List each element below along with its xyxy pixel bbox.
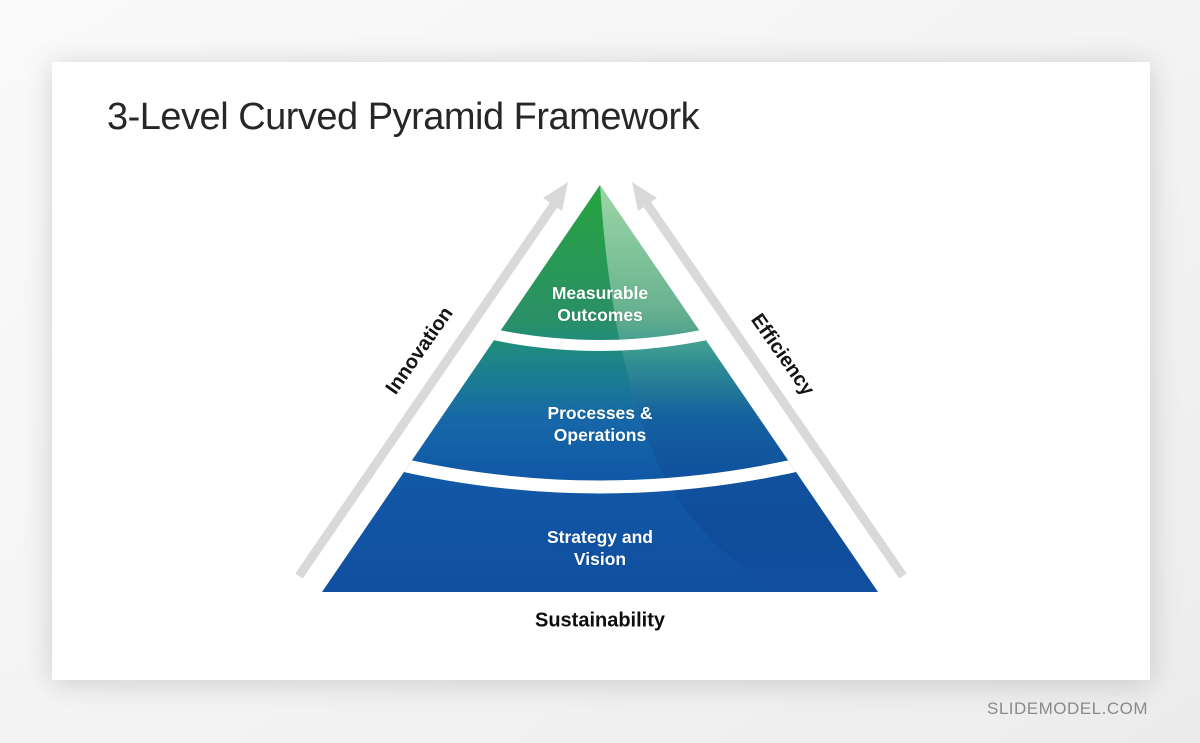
level-divider-1	[463, 322, 737, 351]
level-divider-2	[383, 454, 817, 494]
slidemodel-watermark: SLIDEMODEL.COM	[987, 699, 1148, 718]
pyramid-level-2-label: Processes & Operations	[547, 403, 653, 445]
innovation-arrow	[295, 182, 568, 579]
sustainability-label: Sustainability	[534, 609, 666, 632]
pyramid-level-1-label: Measurable Outcomes	[551, 283, 649, 325]
pyramid-level-3-label: Strategy and Vision	[547, 527, 653, 569]
efficiency-arrow	[632, 182, 907, 579]
slide-title: 3-Level Curved Pyramid Framework	[107, 96, 700, 138]
